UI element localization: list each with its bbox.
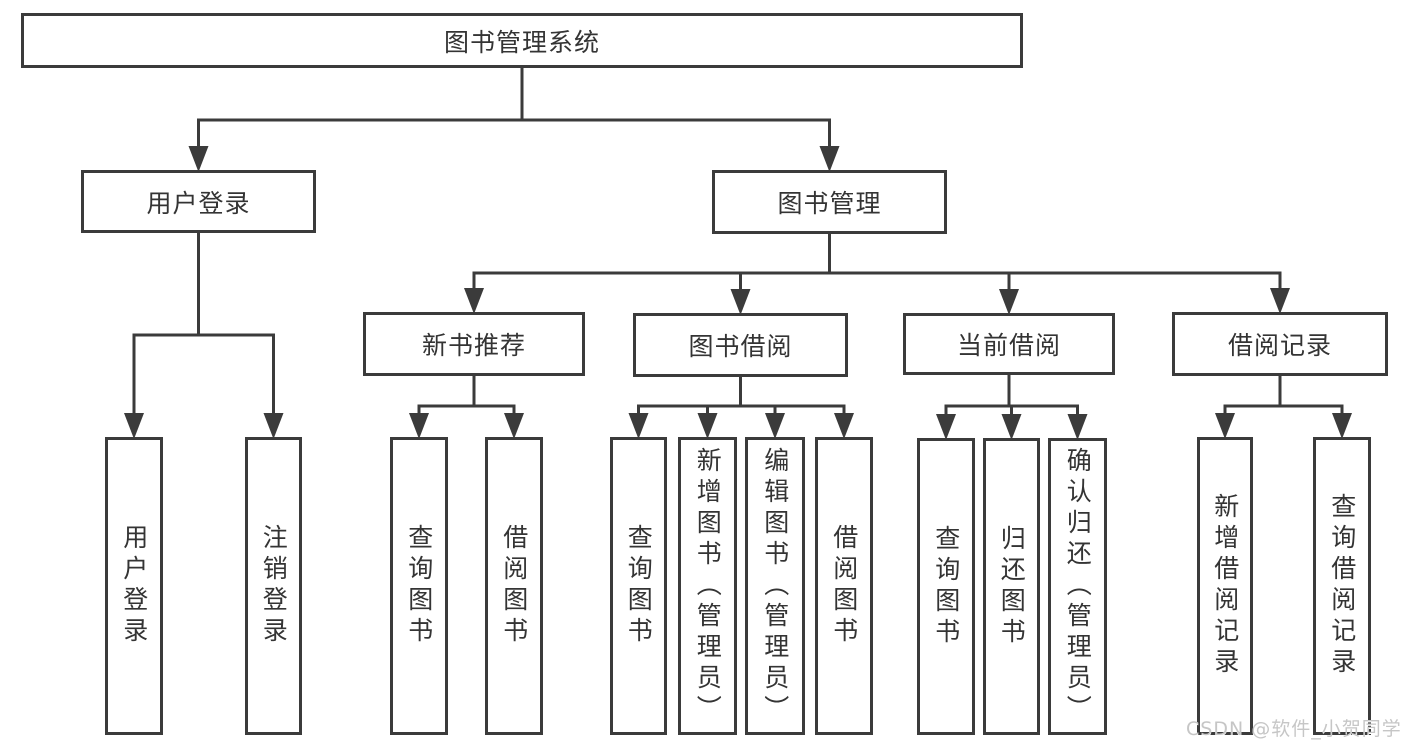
node-label-borrow-records: 借阅记录: [1227, 331, 1332, 360]
node-leaf-bw-add: 新增图书（管理员）: [678, 437, 737, 735]
node-label-leaf-cur-confirm: 确认归还（管理员）: [1063, 447, 1093, 726]
arrow-down-icon: [628, 413, 649, 439]
node-leaf-bw-edit: 编辑图书（管理员）: [745, 437, 805, 735]
node-root: 图书管理系统: [21, 13, 1023, 68]
arrow-down-icon: [819, 146, 840, 172]
node-label-book-borrow: 图书借阅: [688, 332, 793, 361]
node-leaf-rec-query: 查询借阅记录: [1313, 437, 1371, 735]
arrow-down-icon: [409, 413, 429, 439]
node-label-user-login: 用户登录: [146, 188, 251, 218]
node-label-leaf-cur-query: 查询图书: [931, 524, 961, 649]
arrow-down-icon: [1001, 414, 1022, 440]
node-label-leaf-bw-query: 查询图书: [624, 524, 654, 648]
node-leaf-logout: 注销登录: [245, 437, 302, 735]
arrow-down-icon: [765, 413, 785, 439]
arrow-down-icon: [1215, 413, 1235, 439]
node-leaf-bw-borrow: 借阅图书: [815, 437, 873, 735]
arrow-down-icon: [1270, 288, 1290, 314]
node-leaf-nb-query: 查询图书: [390, 437, 448, 735]
arrow-down-icon: [834, 413, 854, 439]
node-label-leaf-nb-query: 查询图书: [404, 524, 434, 648]
node-borrow-records: 借阅记录: [1172, 312, 1388, 376]
node-leaf-nb-borrow: 借阅图书: [485, 437, 543, 735]
node-leaf-bw-query: 查询图书: [610, 437, 667, 735]
node-label-new-book: 新书推荐: [421, 331, 526, 360]
arrow-down-icon: [504, 413, 524, 439]
node-label-leaf-rec-query: 查询借阅记录: [1327, 493, 1357, 679]
node-leaf-cur-confirm: 确认归还（管理员）: [1048, 438, 1107, 735]
node-label-leaf-login: 用户登录: [119, 524, 149, 648]
node-label-current-borrow: 当前借阅: [956, 331, 1061, 360]
node-label-leaf-bw-add: 新增图书（管理员）: [693, 446, 723, 726]
arrow-down-icon: [124, 413, 144, 439]
arrow-down-icon: [1332, 413, 1352, 439]
node-leaf-login: 用户登录: [105, 437, 163, 735]
node-book-mgmt: 图书管理: [712, 170, 947, 234]
node-label-book-mgmt: 图书管理: [777, 189, 882, 218]
node-leaf-cur-query: 查询图书: [917, 438, 975, 735]
node-label-leaf-bw-borrow: 借阅图书: [829, 524, 859, 648]
arrow-down-icon: [188, 146, 209, 172]
node-label-leaf-logout: 注销登录: [259, 524, 289, 648]
node-new-book: 新书推荐: [363, 312, 585, 376]
node-current-borrow: 当前借阅: [903, 313, 1115, 375]
node-leaf-rec-add: 新增借阅记录: [1197, 437, 1253, 735]
node-label-leaf-nb-borrow: 借阅图书: [499, 524, 529, 648]
node-label-root: 图书管理系统: [443, 27, 600, 57]
arrow-down-icon: [1067, 414, 1088, 440]
arrow-down-icon: [464, 288, 484, 314]
node-book-borrow: 图书借阅: [633, 313, 848, 377]
node-label-leaf-rec-add: 新增借阅记录: [1210, 493, 1240, 679]
arrow-down-icon: [697, 413, 718, 439]
arrow-down-icon: [936, 414, 956, 440]
node-label-leaf-cur-return: 归还图书: [997, 524, 1027, 649]
node-leaf-cur-return: 归还图书: [983, 438, 1040, 735]
node-label-leaf-bw-edit: 编辑图书（管理员）: [760, 446, 790, 726]
arrow-down-icon: [730, 289, 751, 315]
node-user-login: 用户登录: [81, 170, 316, 233]
arrow-down-icon: [263, 413, 284, 439]
arrow-down-icon: [999, 289, 1019, 315]
watermark-text: CSDN @软件_小贺同学: [1186, 718, 1402, 740]
